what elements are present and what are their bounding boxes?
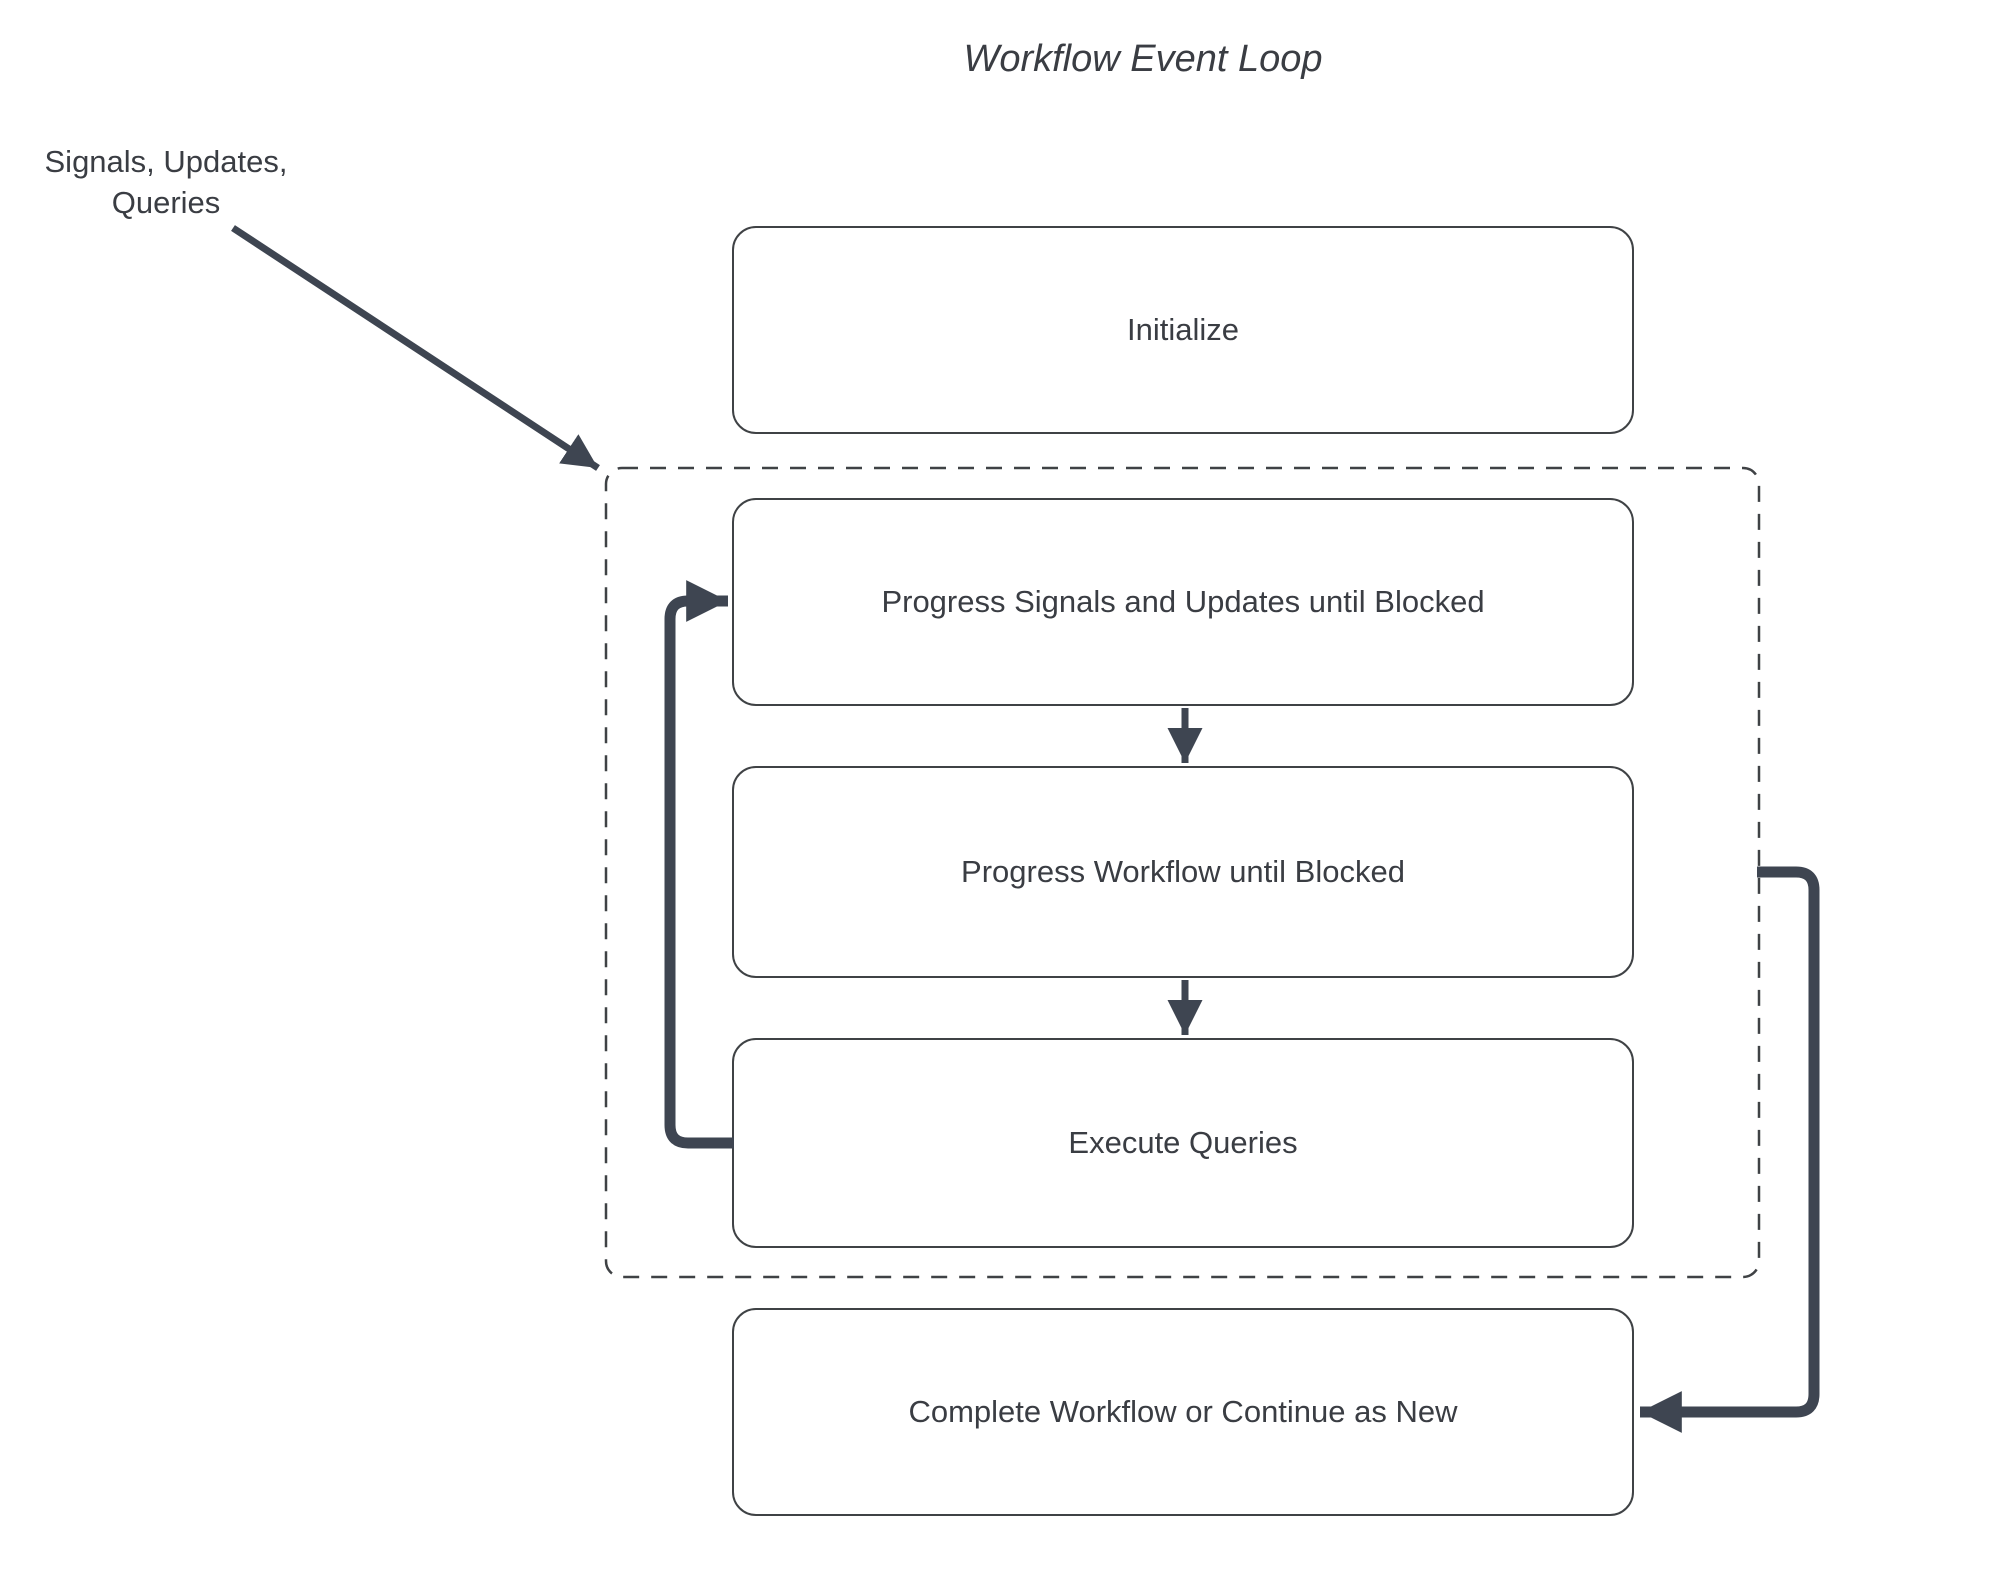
node-complete-workflow: Complete Workflow or Continue as New xyxy=(732,1308,1634,1516)
node-execute-queries-label: Execute Queries xyxy=(1068,1125,1298,1160)
loop-arrow-execute-queries-to-progress-signals xyxy=(664,580,734,1149)
node-complete-workflow-label: Complete Workflow or Continue as New xyxy=(908,1394,1458,1429)
signals-to-event-loop-arrow xyxy=(231,225,600,471)
signals-updates-queries-label: Signals, Updates, Queries xyxy=(44,144,288,220)
diagram-title: Workflow Event Loop xyxy=(963,38,1323,80)
node-progress-signals-and-updates: Progress Signals and Updates until Block… xyxy=(732,498,1634,706)
node-progress-workflow-label: Progress Workflow until Blocked xyxy=(961,854,1405,889)
node-progress-workflow: Progress Workflow until Blocked xyxy=(732,766,1634,978)
node-progress-signals-label: Progress Signals and Updates until Block… xyxy=(881,584,1485,619)
node-initialize: Initialize xyxy=(732,226,1634,434)
node-initialize-label: Initialize xyxy=(1127,312,1239,347)
arrow-event-loop-to-complete-workflow xyxy=(1640,866,1820,1433)
node-execute-queries: Execute Queries xyxy=(732,1038,1634,1248)
